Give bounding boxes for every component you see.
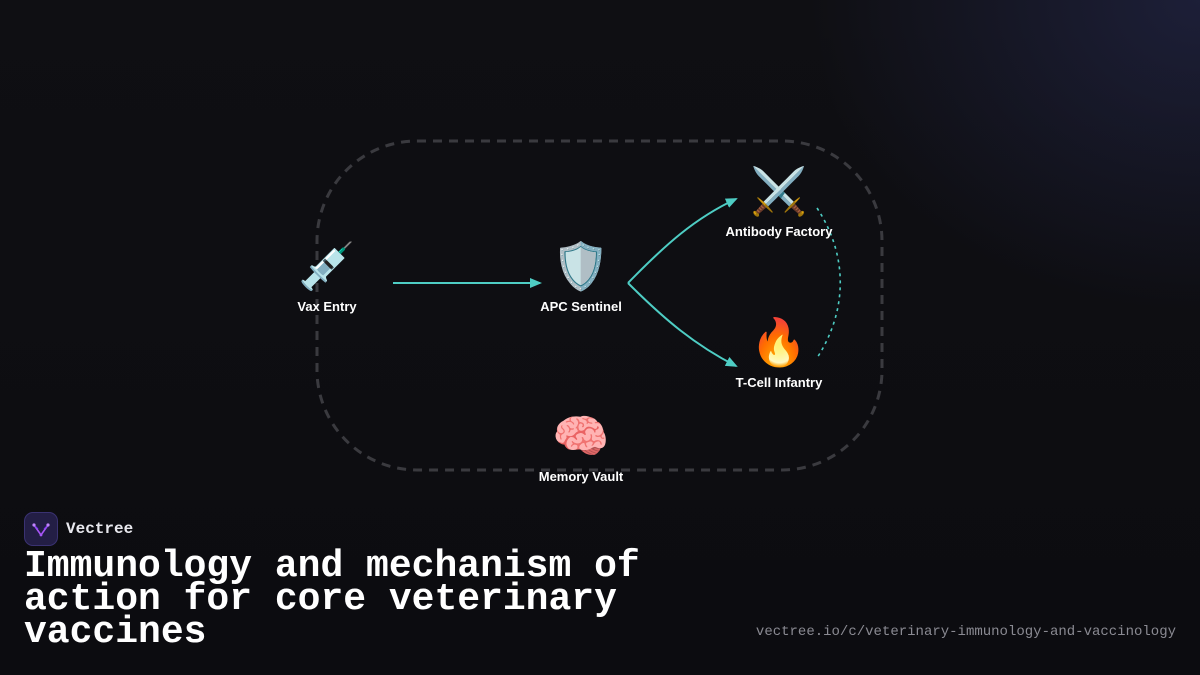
node-antibody-factory: ⚔️ Antibody Factory bbox=[679, 164, 879, 239]
node-label: Antibody Factory bbox=[725, 224, 833, 239]
node-label: Vax Entry bbox=[297, 299, 357, 314]
cell-boundary bbox=[315, 139, 884, 472]
node-label: APC Sentinel bbox=[540, 299, 622, 314]
brand-name: Vectree bbox=[66, 520, 134, 538]
edge-apc-to-antibody bbox=[627, 198, 738, 284]
edge-antibody-to-tcell bbox=[816, 207, 841, 359]
node-vax-entry: 💉 Vax Entry bbox=[227, 239, 427, 314]
source-url: vectree.io/c/veterinary-immunology-and-v… bbox=[755, 624, 1176, 640]
crossed-swords-icon: ⚔️ bbox=[750, 164, 808, 218]
shield-icon: 🛡️ bbox=[552, 239, 610, 293]
brain-icon: 🧠 bbox=[552, 409, 610, 463]
node-memory-vault: 🧠 Memory Vault bbox=[481, 409, 681, 484]
fire-icon: 🔥 bbox=[750, 315, 808, 369]
node-apc-sentinel: 🛡️ APC Sentinel bbox=[481, 239, 681, 314]
brand: Vectree bbox=[24, 512, 133, 546]
node-label: T-Cell Infantry bbox=[735, 375, 823, 390]
syringe-icon: 💉 bbox=[298, 239, 356, 293]
vectree-logo-icon bbox=[24, 512, 58, 546]
node-tcell-infantry: 🔥 T-Cell Infantry bbox=[679, 315, 879, 390]
edge-apc-to-tcell bbox=[627, 282, 738, 367]
page-title: Immunology and mechanism of action for c… bbox=[24, 545, 640, 654]
node-label: Memory Vault bbox=[538, 469, 624, 484]
